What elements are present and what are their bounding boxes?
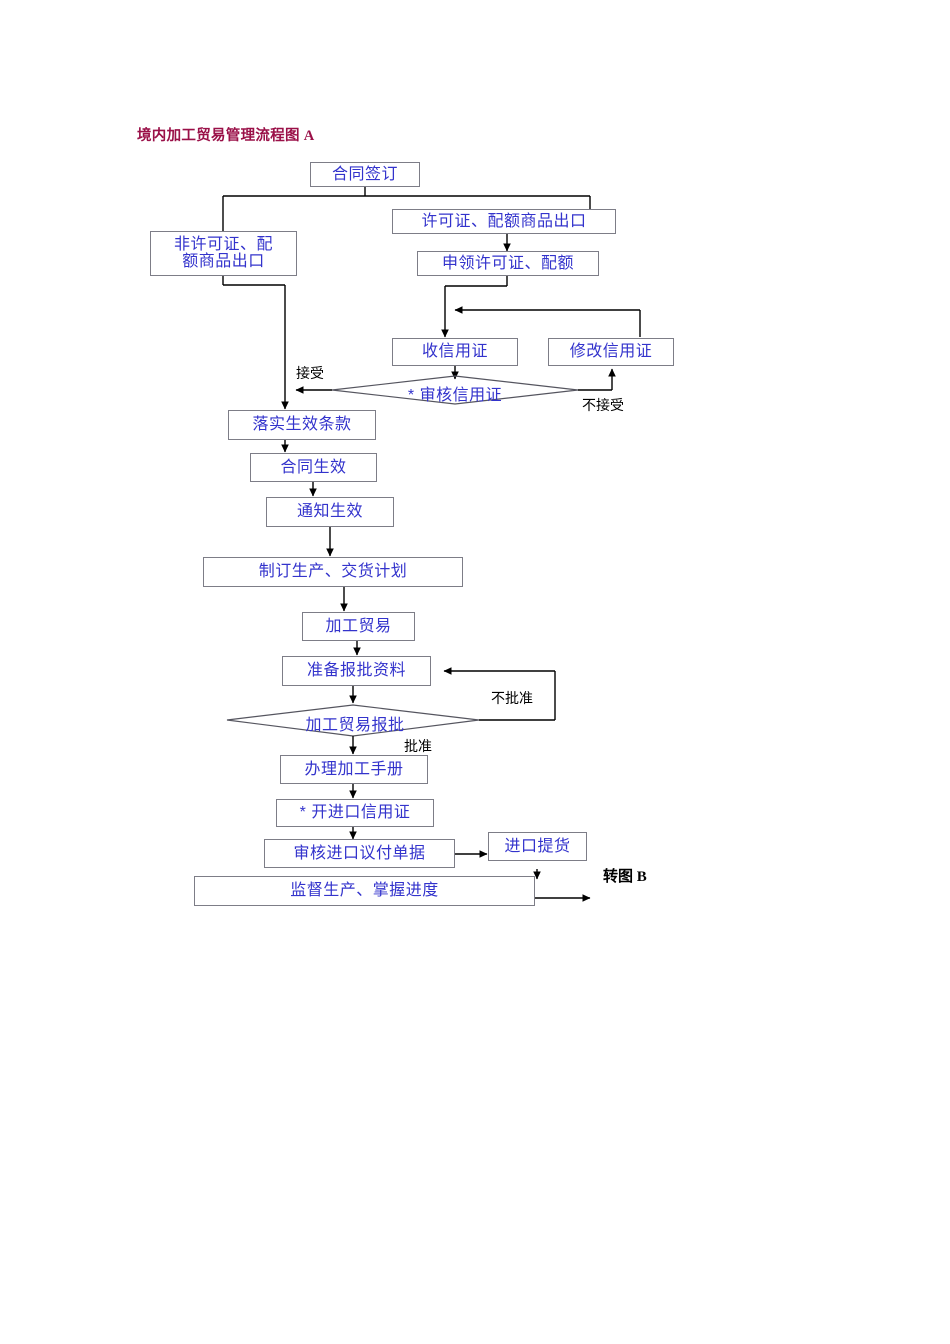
edge-label-approved: 批准 (404, 740, 432, 755)
node-notify-effective[interactable]: 通知生效 (266, 497, 394, 527)
node-implement-effective-terms[interactable]: 落实生效条款 (228, 410, 376, 440)
node-processing-trade[interactable]: 加工贸易 (302, 612, 415, 641)
edge-label-not-approved: 不批准 (491, 692, 533, 707)
node-non-licensed-quota-export[interactable]: 非许可证、配 额商品出口 (150, 231, 297, 276)
decision-label-approval[interactable]: 加工贸易报批 (305, 717, 405, 734)
page-title: 境内加工贸易管理流程图 A (137, 128, 315, 144)
node-receive-letter-of-credit[interactable]: 收信用证 (392, 338, 518, 366)
node-licensed-quota-export[interactable]: 许可证、配额商品出口 (392, 209, 616, 234)
node-process-manual[interactable]: 办理加工手册 (280, 755, 428, 784)
node-contract-signing[interactable]: 合同签订 (310, 162, 420, 187)
node-contract-effective[interactable]: 合同生效 (250, 453, 377, 482)
node-supervise-production-progress[interactable]: 监督生产、掌握进度 (194, 876, 535, 906)
node-import-pickup[interactable]: 进口提货 (488, 832, 587, 861)
note-go-to-chart-b: 转图 B (603, 869, 647, 885)
node-prepare-approval-docs[interactable]: 准备报批资料 (282, 656, 431, 686)
decision-label-audit-lc[interactable]: * 审核信用证 (407, 387, 503, 404)
node-production-delivery-plan[interactable]: 制订生产、交货计划 (203, 557, 463, 587)
edge-label-not-accept: 不接受 (582, 399, 624, 414)
edge-label-accept: 接受 (296, 367, 324, 382)
node-amend-letter-of-credit[interactable]: 修改信用证 (548, 338, 674, 366)
node-open-import-lc[interactable]: * 开进口信用证 (276, 799, 434, 827)
node-audit-import-documents[interactable]: 审核进口议付单据 (264, 839, 455, 868)
node-apply-license-quota[interactable]: 申领许可证、配额 (417, 251, 599, 276)
